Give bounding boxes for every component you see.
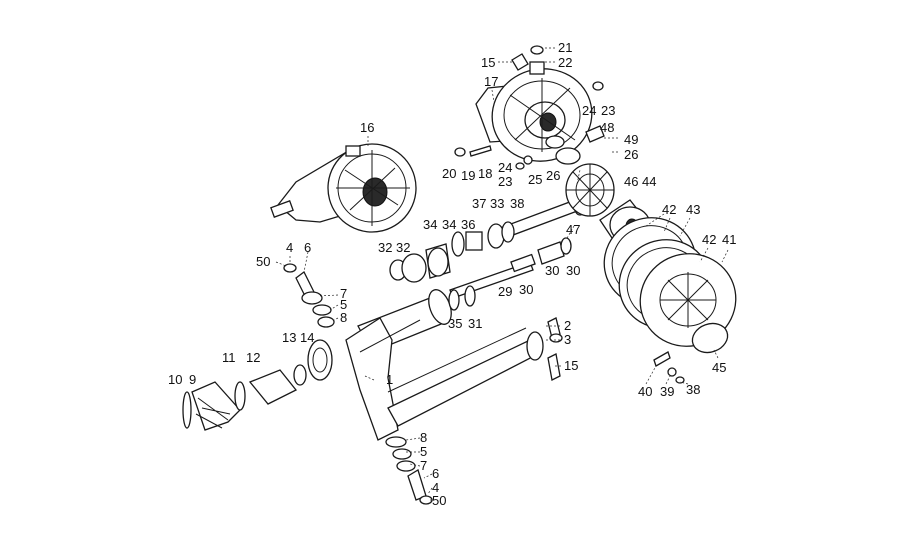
upper-pivot-hardware — [283, 263, 335, 328]
bevel-housing-16 — [270, 143, 417, 233]
lower-pivot-hardware — [385, 436, 433, 505]
callout-5-top: 5 — [340, 297, 347, 312]
arm-fasteners — [547, 317, 563, 381]
callout-31: 32 — [378, 240, 392, 255]
callout-46: 46 — [624, 174, 638, 189]
callout-32-top: 33 — [490, 196, 504, 211]
callout-18: 18 — [478, 166, 492, 181]
callout-23-top: 23 — [601, 103, 615, 118]
callout-41: 41 — [722, 232, 736, 247]
callout-13: 13 — [282, 330, 296, 345]
callout-27: 26 — [624, 147, 638, 162]
callout-15-arm: 15 — [564, 358, 578, 373]
callout-40: 40 — [638, 384, 652, 399]
callout-22: 22 — [558, 55, 572, 70]
callout-4-top: 4 — [286, 240, 293, 255]
callout-24-top: 24 — [582, 103, 596, 118]
callout-labels: 16 15 21 22 17 24 23 48 49 26 20 19 18 2… — [168, 40, 736, 508]
callout-28: 29 — [498, 284, 512, 299]
callout-33: 34 — [423, 217, 437, 232]
callout-1: 1 — [386, 372, 393, 387]
callout-12: 12 — [246, 350, 260, 365]
gear-housing-17 — [475, 45, 593, 162]
callout-9: 9 — [189, 372, 196, 387]
shaft-components — [389, 221, 572, 311]
callout-42-top: 42 — [662, 202, 676, 217]
callout-23-mid: 23 — [498, 174, 512, 189]
callout-21: 21 — [558, 40, 572, 55]
callout-25: 25 — [528, 172, 542, 187]
callout-47: 47 — [566, 222, 580, 237]
callout-30-left: 31 — [468, 316, 482, 331]
callout-32-mid: 32 — [396, 240, 410, 255]
callout-16: 16 — [360, 120, 374, 135]
callout-35: 36 — [461, 217, 475, 232]
boot-and-coupling — [182, 339, 333, 431]
callout-8-bottom: 8 — [420, 430, 427, 445]
ring-gear — [545, 135, 615, 217]
callout-29: 30 — [545, 263, 559, 278]
callout-43: 43 — [686, 202, 700, 217]
brake-discs — [603, 217, 737, 354]
callout-30-mid: 30 — [519, 282, 533, 297]
callout-34-top: 34 — [442, 217, 456, 232]
callout-45: 45 — [712, 360, 726, 375]
callout-3: 3 — [564, 332, 571, 347]
callout-7-top: 7 — [340, 286, 347, 301]
callout-2: 2 — [564, 318, 571, 333]
callout-50-top: 50 — [256, 254, 270, 269]
callout-5-bottom: 5 — [420, 444, 427, 459]
misc-fasteners — [454, 53, 685, 384]
callout-7-bottom: 7 — [420, 458, 427, 473]
callout-48: 48 — [600, 120, 614, 135]
callout-17: 17 — [484, 74, 498, 89]
leader-lines — [275, 47, 729, 501]
callout-42-right: 42 — [702, 232, 716, 247]
callout-14: 14 — [300, 330, 314, 345]
callout-4-bottom: 4 — [432, 480, 439, 495]
callout-36: 37 — [472, 196, 486, 211]
callout-6-top: 6 — [304, 240, 311, 255]
callout-34-mid: 35 — [448, 316, 462, 331]
callout-49: 49 — [624, 132, 638, 147]
callout-38: 38 — [686, 382, 700, 397]
callout-50-bottom: 50 — [432, 493, 446, 508]
callout-37: 38 — [510, 196, 524, 211]
callout-8-top: 8 — [340, 310, 347, 325]
callout-10: 10 — [168, 372, 182, 387]
callout-20: 20 — [442, 166, 456, 181]
callout-24-mid: 24 — [498, 160, 512, 175]
callout-39: 39 — [660, 384, 674, 399]
callout-6-bottom: 6 — [432, 466, 439, 481]
callout-30-right: 30 — [566, 263, 580, 278]
callout-19: 19 — [461, 168, 475, 183]
swing-arm-1 — [345, 289, 544, 441]
callout-15-top: 15 — [481, 55, 495, 70]
callout-11: 11 — [222, 350, 236, 365]
callout-44: 44 — [642, 174, 656, 189]
callout-26: 26 — [546, 168, 560, 183]
